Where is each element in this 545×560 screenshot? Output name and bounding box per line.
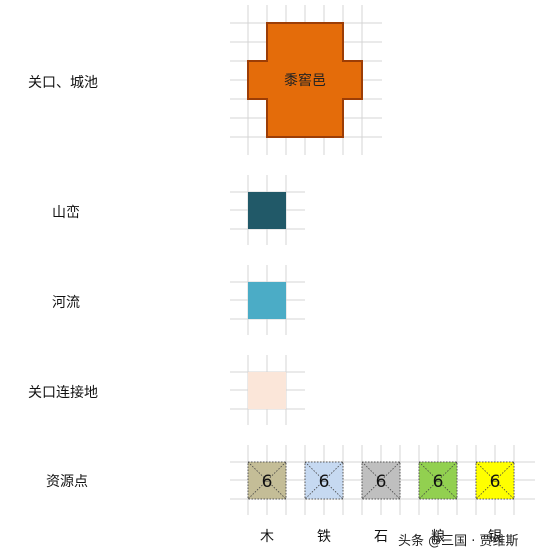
- watermark: 头条 @三国 · 贾维斯: [398, 534, 519, 549]
- city-label: 关口、城池: [28, 75, 98, 91]
- resource-tile-stone[interactable]: 6: [361, 461, 401, 500]
- pass-land-tile[interactable]: [248, 372, 286, 409]
- resource-level-stone: 6: [376, 472, 387, 492]
- river-tile[interactable]: [248, 282, 286, 319]
- resource-name-grain: 粮: [431, 529, 445, 545]
- resource-label: 资源点: [46, 474, 88, 490]
- resource-tile-wood[interactable]: 6: [247, 461, 287, 500]
- resource-name-stone: 石: [374, 529, 388, 545]
- mountain-label: 山峦: [52, 205, 80, 221]
- resource-level-grain: 6: [433, 472, 444, 492]
- river-label: 河流: [52, 295, 80, 311]
- resource-level-wood: 6: [262, 472, 273, 492]
- city-shape[interactable]: [247, 22, 363, 138]
- resource-tile-silver[interactable]: 6: [475, 461, 515, 500]
- mountain-tile[interactable]: [248, 192, 286, 229]
- resource-level-iron: 6: [319, 472, 330, 492]
- resource-tile-iron[interactable]: 6: [304, 461, 344, 500]
- resource-name-wood: 木: [260, 529, 274, 545]
- pass-land-label: 关口连接地: [28, 385, 98, 401]
- resource-name-silver: 银: [488, 529, 502, 545]
- city-name: 黍窖邑: [284, 72, 326, 89]
- resource-name-iron: 铁: [317, 529, 331, 545]
- resource-level-silver: 6: [490, 472, 501, 492]
- resource-tiles: 6 6 6 6 6: [247, 461, 515, 500]
- resource-tile-grain[interactable]: 6: [418, 461, 458, 500]
